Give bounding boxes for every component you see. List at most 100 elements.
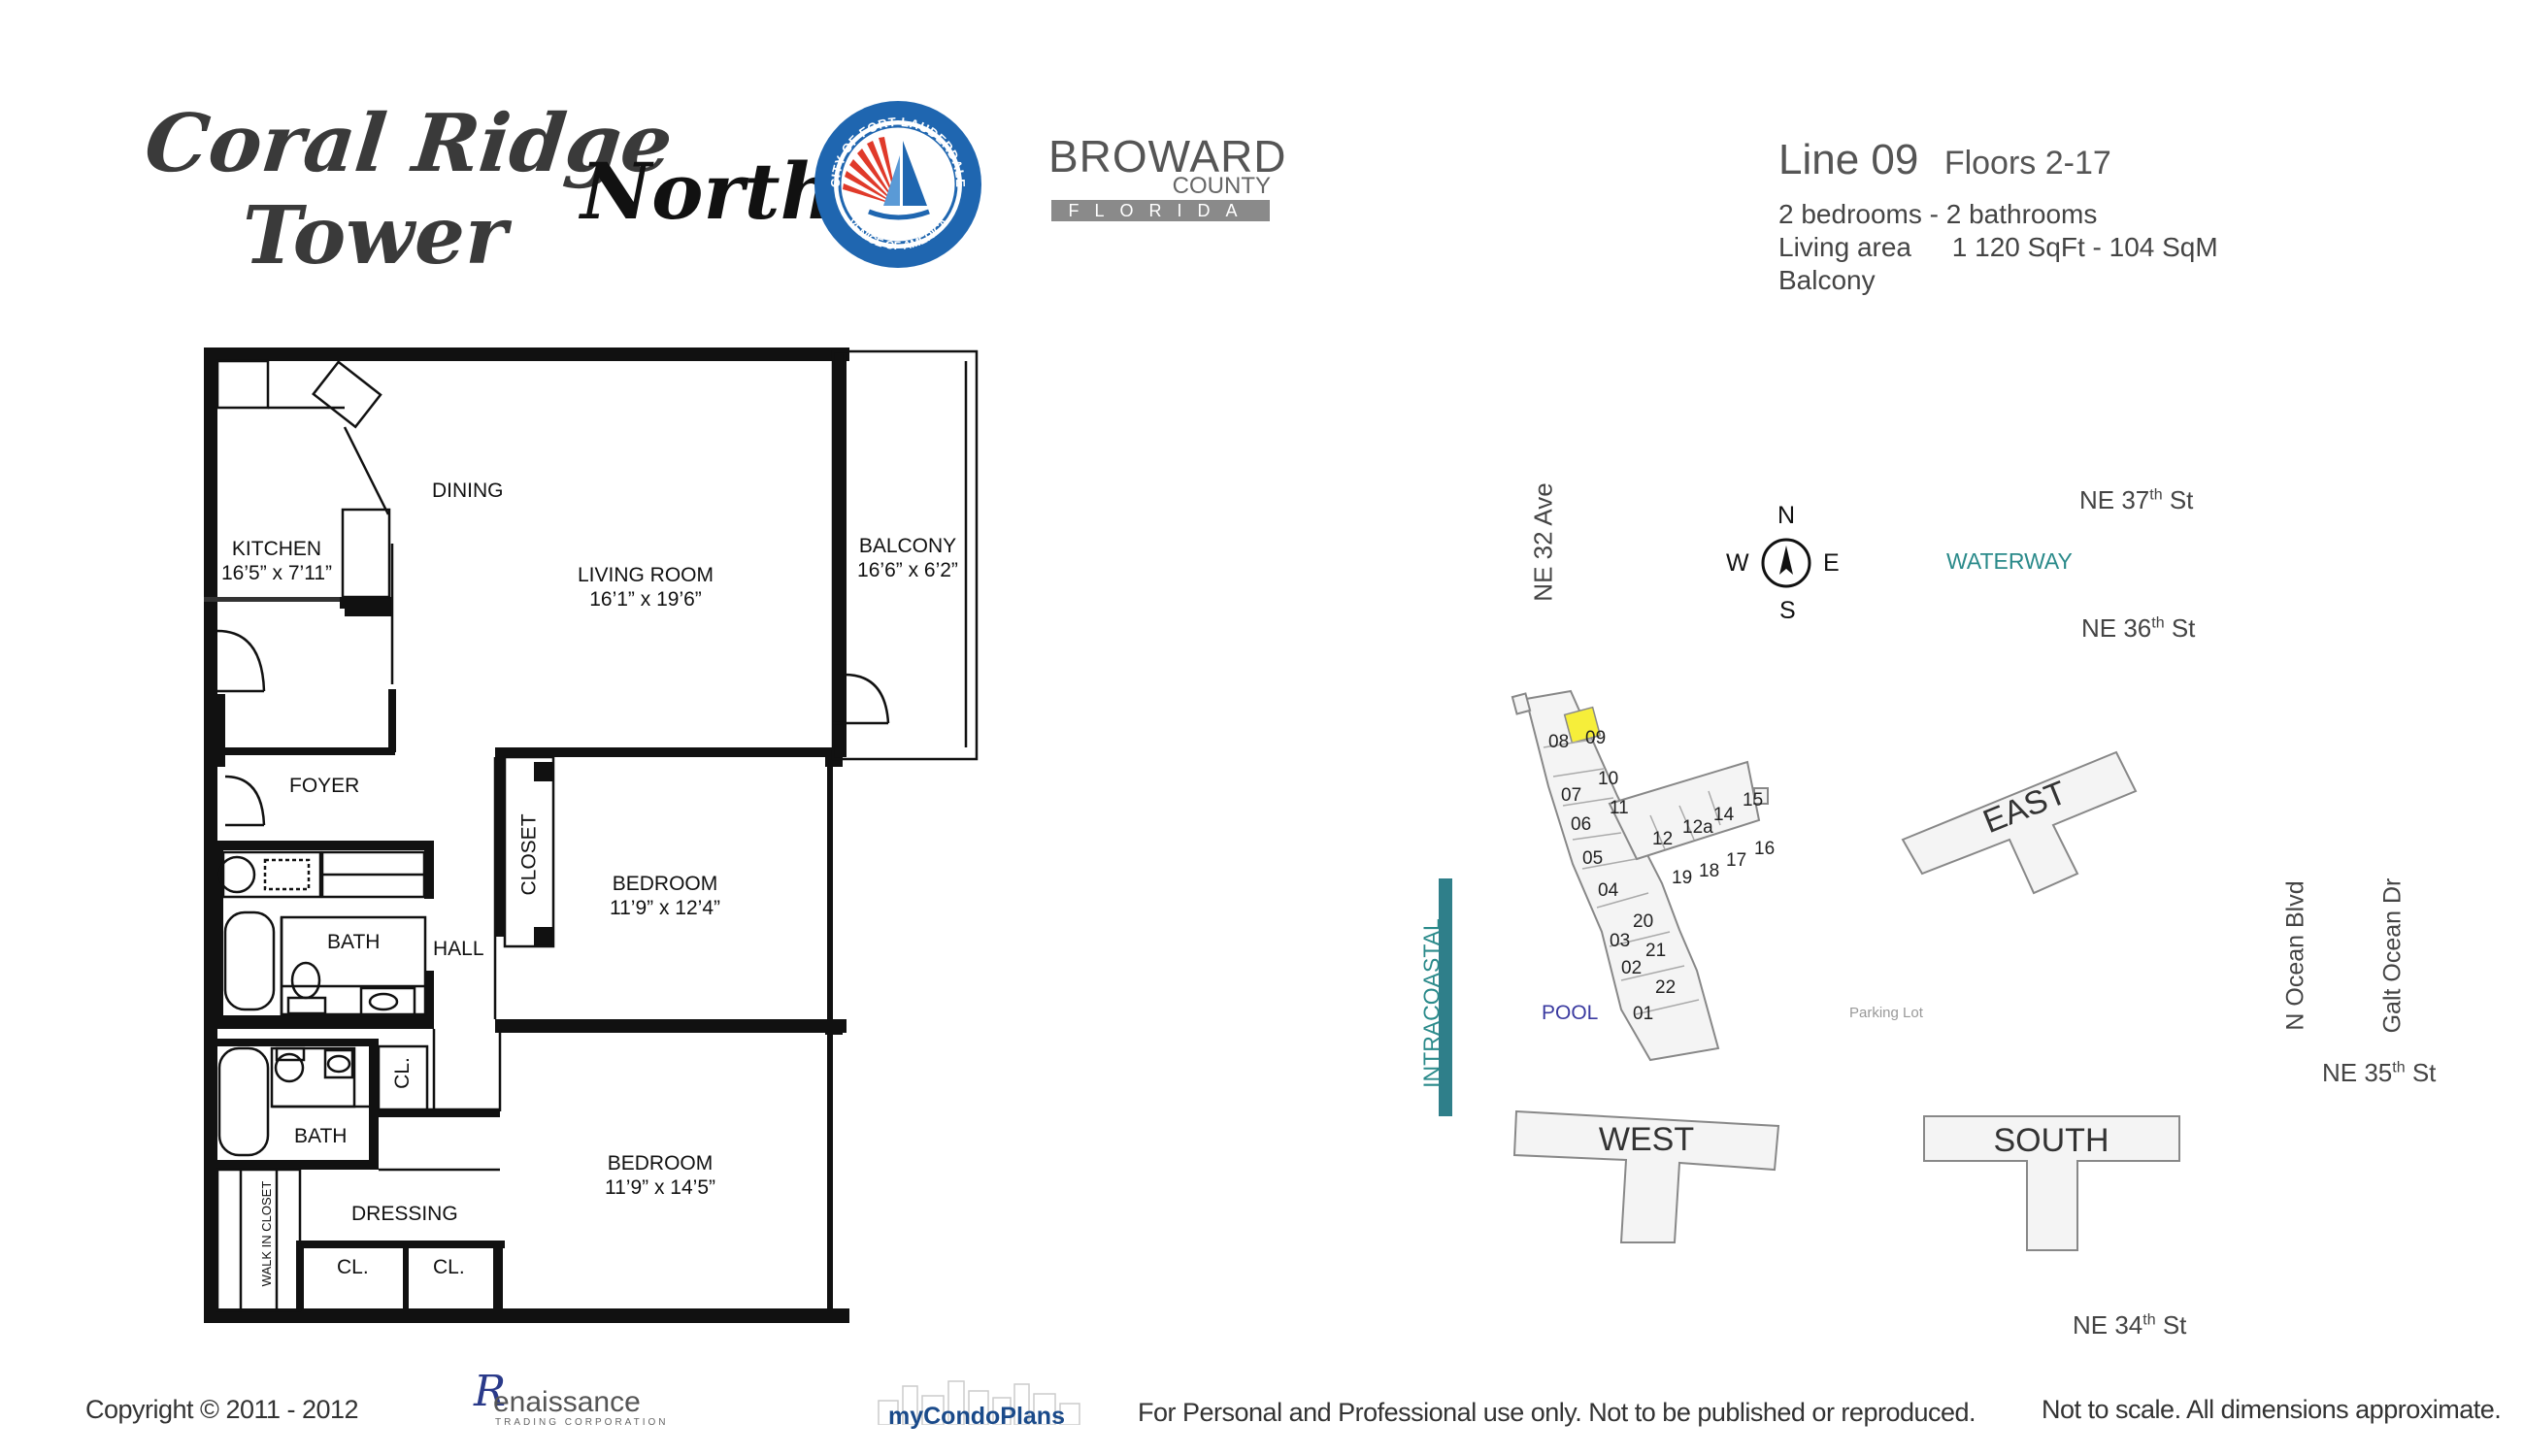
unit-balcony: Balcony (1778, 265, 1876, 295)
kitchen-name: KITCHEN (231, 538, 322, 560)
intracoastal-label: INTRACOASTAL (1418, 918, 1445, 1088)
scale-notice: Not to scale. All dimensions approximate… (2042, 1395, 2502, 1424)
room-label-cl1: CL. (337, 1256, 369, 1278)
west-building (1512, 1109, 1780, 1243)
unit-label-19: 19 (1672, 868, 1692, 888)
room-label-foyer: FOYER (289, 775, 360, 797)
room-label-balcony: BALCONY 16’6” x 6’2” (849, 534, 966, 582)
unit-floors: Floors 2-17 (1943, 145, 2111, 182)
street-galt-ocean-dr: Galt Ocean Dr (2378, 877, 2407, 1034)
highlighted-unit-09 (1563, 706, 1602, 745)
usage-notice: For Personal and Professional use only. … (1138, 1398, 1976, 1427)
ne-37-th: th (2149, 486, 2163, 504)
room-label-living: LIVING ROOM 16’1” x 19’6” (563, 563, 728, 612)
street-ne-35: NE 35th St (2322, 1058, 2436, 1088)
room-label-cl-small: CL. (390, 1057, 414, 1089)
ne-35-name: NE 35 (2322, 1058, 2393, 1087)
building-label-west: WEST (1599, 1121, 1694, 1158)
unit-label-10: 10 (1598, 769, 1618, 789)
room-label-bath2: BATH (294, 1125, 348, 1147)
unit-label-01: 01 (1633, 1004, 1653, 1024)
room-label-dressing: DRESSING (351, 1203, 458, 1225)
east-building (1901, 750, 2138, 895)
unit-living-area-label: Living area (1778, 232, 1911, 262)
intracoastal-water (1439, 878, 1452, 1116)
ne-36-name: NE 36 (2081, 613, 2152, 643)
street-ne-34: NE 34th St (2073, 1310, 2186, 1340)
ne-34-th: th (2142, 1311, 2156, 1329)
street-ne-36: NE 36th St (2081, 613, 2195, 644)
unit-living-area-value: 1 120 SqFt - 104 SqM (1951, 232, 2218, 262)
renaissance-logo-r: R (474, 1367, 507, 1416)
bedroom1-dimensions: 11’9” x 12’4” (609, 897, 720, 919)
ne-34-name: NE 34 (2073, 1310, 2143, 1340)
living-room-dimensions: 16’1” x 19’6” (589, 588, 702, 611)
unit-label-16: 16 (1754, 839, 1775, 859)
compass-w: W (1726, 549, 1749, 577)
room-label-kitchen: KITCHEN 16’5” x 7’11” (218, 537, 335, 585)
unit-label-12: 12 (1652, 829, 1673, 849)
unit-label-20: 20 (1633, 911, 1653, 932)
bedroom2-name: BEDROOM (607, 1152, 714, 1175)
renaissance-logo: R enaissance TRADING CORPORATION (474, 1367, 687, 1430)
unit-label-04: 04 (1598, 880, 1619, 901)
ne-37-st: St (2169, 485, 2194, 514)
south-building (1923, 1115, 2180, 1251)
compass-rose (1761, 538, 1811, 588)
bedroom2-dimensions: 11’9” x 14’5” (604, 1176, 715, 1199)
unit-label-21: 21 (1645, 941, 1666, 961)
room-label-dining: DINING (432, 480, 504, 502)
unit-label-22: 22 (1655, 977, 1676, 998)
street-ne-37: NE 37th St (2079, 485, 2193, 515)
building-subtitle: North (581, 146, 837, 237)
pool-label: POOL (1542, 1002, 1599, 1024)
unit-label-15: 15 (1743, 790, 1763, 811)
parking-lot-label: Parking Lot (1849, 1005, 1923, 1021)
mycondoplans-logo: myCondoPlans (869, 1376, 1102, 1435)
ne-36-th: th (2151, 614, 2165, 632)
ne-34-st: St (2162, 1310, 2187, 1340)
room-label-cl2: CL. (433, 1256, 465, 1278)
broward-logo-main: BROWARD (1048, 131, 1287, 182)
room-label-bath1: BATH (327, 931, 381, 953)
unit-label-05: 05 (1582, 848, 1603, 869)
street-ne-32-ave: NE 32 Ave (1528, 482, 1558, 602)
room-label-bedroom1: BEDROOM 11’9” x 12’4” (597, 872, 733, 920)
unit-label-12a: 12a (1682, 817, 1713, 838)
unit-label-02: 02 (1621, 958, 1642, 978)
room-label-closet: CLOSET (517, 813, 541, 896)
broward-logo-sub: COUNTY (1172, 173, 1271, 199)
unit-living-area: Living area 1 120 SqFt - 104 SqM (1778, 231, 2218, 264)
unit-label-17: 17 (1726, 850, 1746, 871)
ne-35-th: th (2392, 1059, 2406, 1076)
ne-36-st: St (2171, 613, 2196, 643)
unit-label-11: 11 (1610, 798, 1629, 818)
unit-label-09: 09 (1585, 728, 1606, 748)
broward-county-logo: BROWARD COUNTY FLORIDA (1048, 131, 1287, 226)
unit-label-06: 06 (1571, 814, 1591, 835)
copyright-text: Copyright © 2011 - 2012 (85, 1395, 359, 1424)
renaissance-logo-main: enaissance (493, 1386, 641, 1418)
floor-plan: DINING KITCHEN 16’5” x 7’11” LIVING ROOM… (0, 0, 1010, 1359)
unit-label-14: 14 (1713, 805, 1735, 825)
compass-e: E (1823, 549, 1840, 577)
broward-logo-state: FLORIDA (1051, 200, 1270, 221)
building-title-line2: Tower (243, 189, 508, 282)
unit-label-07: 07 (1561, 785, 1581, 806)
mycondoplans-text: myCondoPlans (888, 1403, 1065, 1430)
balcony-dimensions: 16’6” x 6’2” (857, 559, 958, 581)
bedroom1-name: BEDROOM (612, 873, 718, 895)
waterway-label: WATERWAY (1946, 548, 2073, 574)
city-seal-logo: CITY OF FORT LAUDERDALE VENICE OF AMERIC… (811, 97, 985, 272)
street-n-ocean-blvd: N Ocean Blvd (2281, 880, 2309, 1031)
unit-bedrooms: 2 bedrooms - 2 bathrooms (1778, 199, 2098, 229)
unit-label-18: 18 (1699, 861, 1719, 881)
kitchen-dimensions: 16’5” x 7’11” (220, 562, 332, 584)
ne-35-st: St (2411, 1058, 2437, 1087)
room-label-hall: HALL (433, 938, 484, 960)
balcony-name: BALCONY (858, 535, 957, 557)
building-label-south: SOUTH (1994, 1122, 2109, 1159)
unit-info-panel: Line 09 Floors 2-17 2 bedrooms - 2 bathr… (1778, 136, 2218, 297)
renaissance-logo-sub: TRADING CORPORATION (495, 1417, 669, 1428)
